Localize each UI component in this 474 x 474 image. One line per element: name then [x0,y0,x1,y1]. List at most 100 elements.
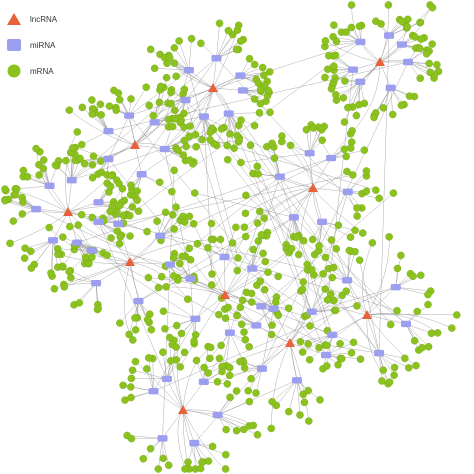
edge [243,308,274,333]
mrna-node [170,59,179,67]
mirna-node [148,387,159,395]
mrna-node [405,364,413,372]
edge [158,438,163,470]
mrna-node [349,171,357,179]
mrna-node [370,113,378,122]
mrna-node [246,141,255,150]
mrna-node [131,326,140,334]
mirna-node [317,218,328,226]
mrna-node [232,45,241,54]
mrna-node [191,189,199,197]
mrna-node [304,340,312,348]
edge [324,41,361,47]
mirna-node [159,145,170,153]
mrna-node [143,315,152,324]
edge [148,277,226,296]
edge [71,58,217,181]
edge [129,235,161,263]
mrna-node [259,249,267,258]
mrna-node [164,461,173,470]
edge [217,342,291,383]
edge [98,174,113,203]
mrna-node [161,325,169,333]
mrna-node [189,219,198,228]
mirna-node [274,173,285,180]
mrna-node [401,354,409,363]
mrna-node [308,235,317,244]
mrna-node [223,141,231,150]
edge [182,409,195,444]
mrna-node [346,233,355,241]
rounded-square-icon [7,39,21,51]
mrna-node [126,211,134,220]
mrna-node [127,95,135,103]
mrna-node [362,167,371,175]
mrna-node [302,125,311,134]
mrna-node [277,137,286,146]
edge [244,187,314,228]
mrna-node [97,157,105,165]
edge [252,240,259,269]
mrna-node [180,136,189,145]
mrna-node [233,311,241,320]
mrna-node [323,341,331,350]
mrna-node [347,23,356,32]
mrna-node [346,144,355,152]
edge [36,208,69,213]
mirna-node [237,87,248,94]
mrna-node [321,37,330,45]
mrna-node [192,356,201,365]
edge [154,68,189,71]
mrna-node [256,99,265,108]
mrna-node [112,106,120,115]
mrna-node [73,128,82,136]
mrna-node [236,37,245,45]
mrna-node [190,337,198,345]
mrna-node [115,240,124,248]
mrna-node [424,300,432,309]
mirna-node [251,322,262,329]
mrna-node [45,223,53,232]
mrna-node [428,3,437,12]
mrna-node [327,236,336,244]
mrna-node [336,339,344,348]
edge [36,208,327,346]
mirna-node [403,58,413,66]
edge [24,240,54,259]
mrna-node [233,266,242,275]
mrna-node [386,320,395,329]
mrna-node [115,96,124,104]
mrna-node [192,143,200,151]
mirna-node [374,349,385,357]
edge [226,113,229,146]
edge [312,187,332,241]
mrna-node [9,217,18,225]
mrna-node [448,324,456,332]
mrna-node [249,245,257,254]
mrna-node [162,283,170,291]
edge [378,352,395,376]
mrna-node [215,354,224,363]
mrna-node [81,253,90,261]
mrna-node [218,367,226,376]
mrna-node [208,442,217,451]
mrna-node [342,152,350,161]
mirna-node [342,277,353,284]
mrna-node [260,285,269,294]
mrna-node [176,259,184,268]
mrna-node [170,272,178,280]
mrna-node [347,1,356,9]
mrna-node [157,82,165,91]
edge [247,368,263,391]
mrna-node [417,271,425,280]
edge [118,174,353,225]
mrna-node [35,171,43,179]
mrna-node [232,387,241,395]
mrna-node [223,380,232,388]
edge [217,390,237,416]
mrna-node [305,417,313,425]
mrna-node [146,45,155,54]
mrna-node [409,272,417,280]
mrna-node [127,181,135,189]
mrna-node [347,349,356,357]
